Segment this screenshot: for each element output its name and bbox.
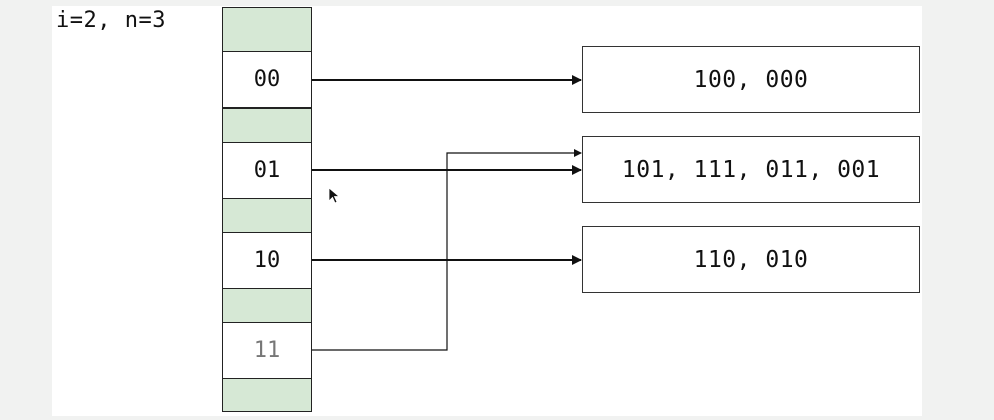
directory-spacer bbox=[222, 108, 312, 143]
directory-spacer bbox=[222, 7, 312, 52]
mouse-cursor-icon bbox=[328, 187, 340, 204]
bucket-2: 101, 111, 011, 001 bbox=[582, 136, 920, 203]
directory-spacer bbox=[222, 378, 312, 412]
directory-spacer bbox=[222, 288, 312, 323]
bucket-1: 100, 000 bbox=[582, 46, 920, 113]
parameters-label: i=2, n=3 bbox=[56, 8, 166, 33]
directory-spacer bbox=[222, 198, 312, 233]
directory-entry-01: 01 bbox=[222, 142, 312, 199]
bucket-3: 110, 010 bbox=[582, 226, 920, 293]
directory-entry-00: 00 bbox=[222, 51, 312, 108]
directory-entry-11: 11 bbox=[222, 322, 312, 379]
directory-entry-10: 10 bbox=[222, 232, 312, 289]
